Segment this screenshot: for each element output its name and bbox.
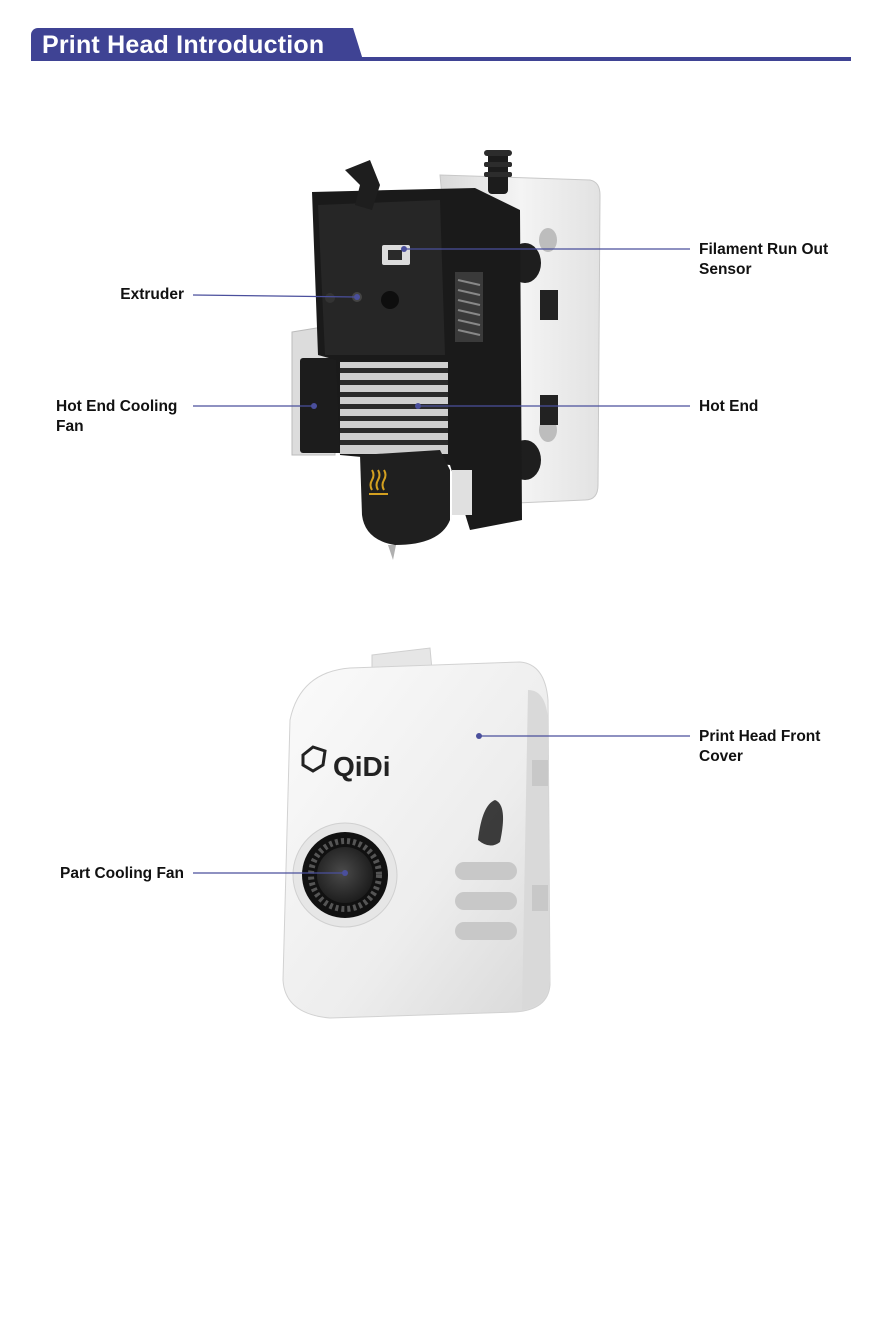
- label-filament-run-out-sensor: Filament Run Out Sensor: [699, 240, 828, 280]
- qidi-logo-text: QiDi: [333, 751, 391, 782]
- leader-dot-part-cooling-fan: [342, 870, 348, 876]
- leader-dot-extruder: [354, 294, 360, 300]
- leader-dot-filament-sensor: [401, 246, 407, 252]
- label-part-cooling-fan: Part Cooling Fan: [30, 864, 184, 884]
- label-extruder: Extruder: [70, 285, 184, 305]
- label-hot-end: Hot End: [699, 397, 758, 417]
- label-hot-end-cooling-fan: Hot End Cooling Fan: [56, 397, 177, 437]
- print-head-front-cover-image: QiDi: [283, 648, 550, 1018]
- leader-dot-hot-end: [415, 403, 421, 409]
- leader-dot-hot-end-cooling-fan: [311, 403, 317, 409]
- label-print-head-front-cover: Print Head Front Cover: [699, 727, 820, 767]
- print-head-assembly-image: [292, 150, 600, 560]
- leader-dot-front-cover: [476, 733, 482, 739]
